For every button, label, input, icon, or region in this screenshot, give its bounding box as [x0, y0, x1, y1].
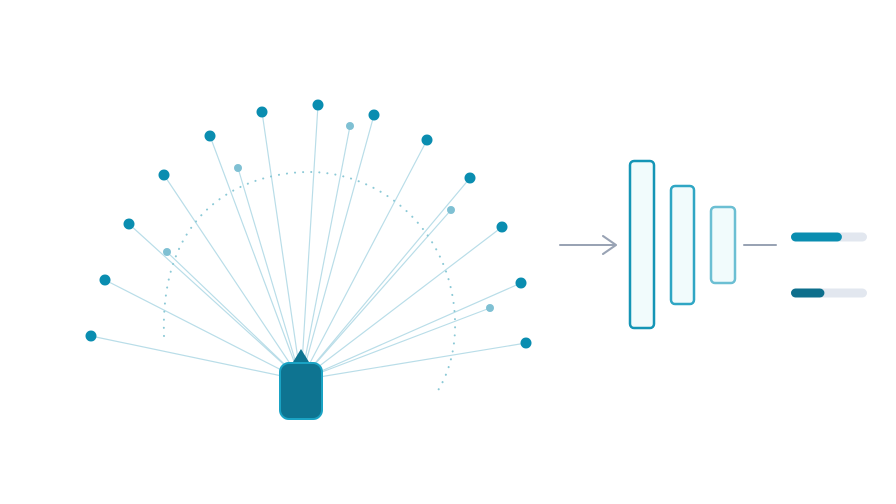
layer-block-1 [628, 159, 656, 330]
signal-ray [300, 177, 471, 381]
signal-node [85, 330, 97, 342]
signal-node [256, 106, 268, 118]
signal-node-secondary [346, 122, 354, 130]
signal-ray [300, 114, 375, 381]
arrow-head [602, 235, 617, 255]
device-icon [279, 349, 323, 420]
signal-node [421, 134, 433, 146]
signal-ray [300, 307, 491, 381]
signal-ray [128, 223, 302, 381]
signal-nodes [85, 99, 532, 349]
antenna-tip-icon [293, 349, 309, 362]
signal-node-secondary [486, 304, 494, 312]
signal-node [312, 99, 324, 111]
signal-ray [300, 139, 428, 381]
signal-node-secondary [234, 164, 242, 172]
signal-node-secondary [163, 248, 171, 256]
signal-ray [300, 209, 452, 381]
signal-rays [90, 104, 527, 381]
signal-ray [237, 167, 302, 381]
right-arrow-icon [559, 235, 617, 255]
output-bar-fill [791, 288, 825, 298]
signal-node [368, 109, 380, 121]
signal-node [158, 169, 170, 181]
signal-ray [300, 104, 319, 381]
device-body [279, 362, 323, 420]
signal-node [204, 130, 216, 142]
signal-ray [163, 174, 302, 381]
signal-ray [261, 111, 302, 381]
signal-node [515, 277, 527, 289]
output-bar-fill [791, 232, 842, 242]
layer-block-2 [669, 184, 696, 306]
signal-node-secondary [447, 206, 455, 214]
signal-ray [300, 125, 351, 381]
dotted-arc [162, 170, 457, 393]
signal-ray [300, 342, 527, 381]
signal-ray [209, 135, 302, 381]
output-bars [791, 232, 867, 298]
signal-node [496, 221, 508, 233]
signal-ray [300, 282, 522, 381]
signal-node [464, 172, 476, 184]
signal-ray [300, 226, 503, 381]
signal-node [99, 274, 111, 286]
signal-node [520, 337, 532, 349]
signal-ray [166, 251, 302, 381]
signal-ray [104, 279, 302, 381]
signal-ray [90, 335, 302, 381]
layer-block-3 [709, 205, 737, 285]
signal-node [123, 218, 135, 230]
